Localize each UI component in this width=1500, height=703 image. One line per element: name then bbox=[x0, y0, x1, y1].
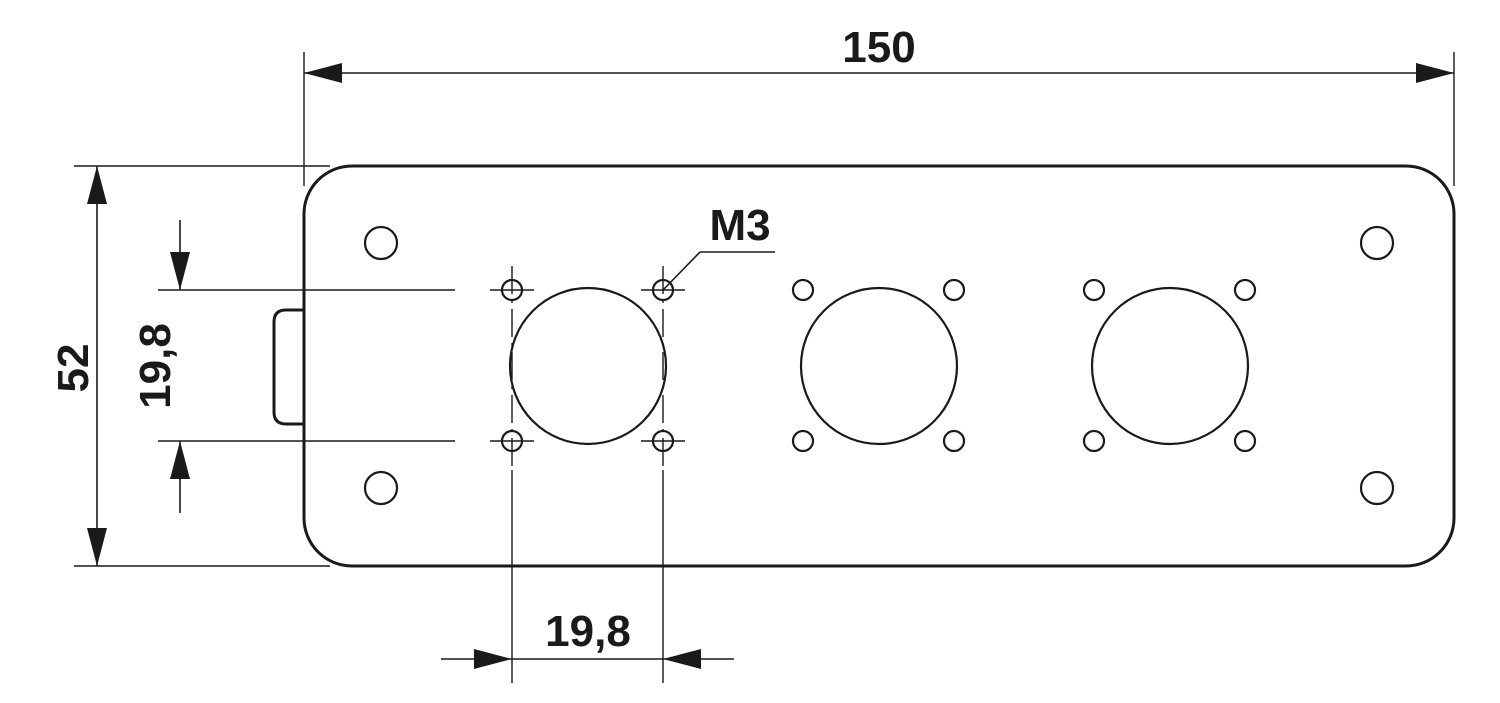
corner-hole-top-left bbox=[363, 225, 399, 261]
arrow-vspace-top bbox=[170, 252, 190, 290]
cutout-2-screw-hole-tl bbox=[791, 278, 815, 302]
dimension-hole-spacing-horizontal: 19,8 bbox=[441, 470, 734, 683]
arrow-vspace-bottom bbox=[170, 441, 190, 479]
dimension-overall-height: 52 bbox=[49, 165, 330, 567]
cutout-2-screw-hole-tr bbox=[942, 278, 966, 302]
thread-callout: M3 bbox=[662, 201, 775, 291]
cutout-1 bbox=[490, 266, 685, 470]
corner-holes bbox=[363, 225, 1395, 506]
plate bbox=[272, 164, 1456, 568]
dimension-hole-spacing-vertical: 19,8 bbox=[131, 220, 455, 513]
cutout-1-main-hole bbox=[508, 286, 668, 446]
cutout-3-screw-hole-bl bbox=[1082, 429, 1106, 453]
dim-text-width: 150 bbox=[842, 23, 915, 72]
cutout-3-screw-hole-tr bbox=[1233, 278, 1257, 302]
cutout-2 bbox=[791, 278, 966, 453]
arrow-width-left bbox=[304, 63, 342, 83]
callout-text-m3: M3 bbox=[709, 201, 770, 250]
corner-hole-bottom-left bbox=[363, 470, 399, 506]
corner-hole-bottom-right bbox=[1359, 470, 1395, 506]
cutout-3-screw-hole-br bbox=[1233, 429, 1257, 453]
cutout-2-main-hole bbox=[799, 286, 959, 446]
arrow-height-bottom bbox=[87, 528, 107, 566]
plate-outline bbox=[302, 164, 1456, 568]
dim-text-vspace: 19,8 bbox=[131, 323, 180, 409]
arrow-width-right bbox=[1416, 63, 1454, 83]
leader-line-m3 bbox=[662, 251, 701, 291]
arrow-hspace-right bbox=[663, 649, 701, 669]
side-tab bbox=[272, 308, 304, 426]
arrow-height-top bbox=[87, 166, 107, 204]
dimension-overall-width: 150 bbox=[303, 23, 1455, 186]
corner-hole-top-right bbox=[1359, 225, 1395, 261]
cutout-3-screw-hole-tl bbox=[1082, 278, 1106, 302]
cutout-3 bbox=[1082, 278, 1257, 453]
cutout-2-screw-hole-br bbox=[942, 429, 966, 453]
arrow-hspace-left bbox=[474, 649, 512, 669]
cutout-2-screw-hole-bl bbox=[791, 429, 815, 453]
dim-text-hspace: 19,8 bbox=[545, 607, 631, 656]
dim-text-height: 52 bbox=[49, 344, 98, 393]
cutout-3-main-hole bbox=[1090, 286, 1250, 446]
